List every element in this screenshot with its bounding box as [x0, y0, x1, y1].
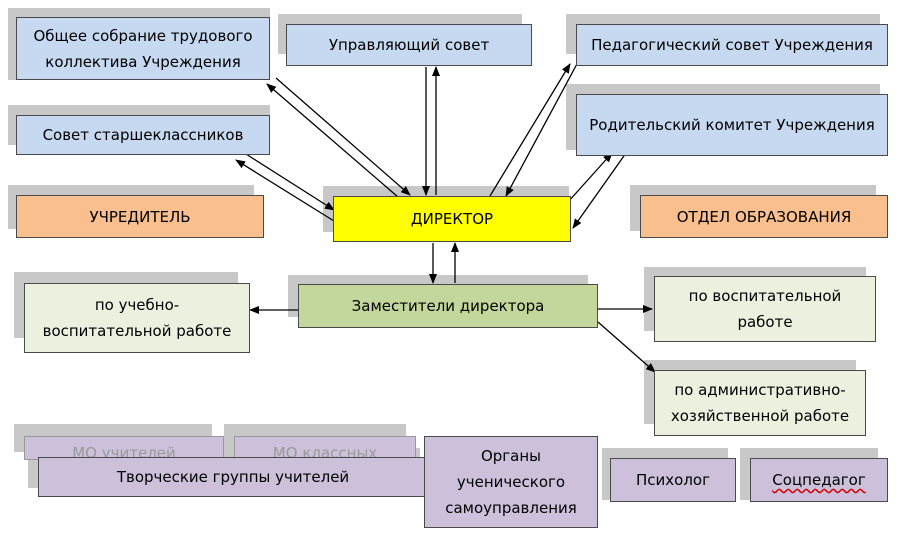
psychologist-box: Психолог [610, 458, 736, 502]
deputy-educational-box: по учебно-воспитательной работе [24, 283, 250, 353]
social-teacher-label: Соцпедагог [772, 471, 866, 489]
deputy-administrative-box: по административно-хозяйственной работе [654, 370, 866, 436]
arrow-director-to-pedagogical [489, 63, 571, 197]
founder-box: УЧРЕДИТЕЛЬ [16, 195, 264, 238]
senior-council-box: Совет старшеклассников [16, 115, 270, 155]
student-government-box: Органы ученического самоуправления [424, 436, 598, 528]
mo-class-box [234, 436, 416, 460]
arrow-director-to-parents [567, 152, 613, 203]
deputies-box: Заместители директора [298, 284, 598, 328]
director-box: ДИРЕКТОР [333, 196, 571, 242]
creative-groups-box: Творческие группы учителей [38, 457, 428, 497]
arrow-deputies-to-administrative [597, 321, 656, 373]
parent-committee-box: Родительский комитет Учреждения [576, 94, 888, 156]
arrow-senior-to-director [245, 153, 335, 211]
managing-council-box: Управляющий совет [286, 24, 532, 66]
arrow-general-to-director [275, 77, 411, 196]
general-meeting-box: Общее собрание трудового коллектива Учре… [16, 17, 270, 80]
arrow-director-to-general [266, 83, 399, 198]
pedagogical-council-box: Педагогический совет Учреждения [576, 24, 888, 66]
arrow-director-to-senior [235, 159, 335, 222]
arrow-pedagogical-to-director [505, 61, 579, 197]
arrow-parents-to-director [572, 152, 627, 229]
education-department-box: ОТДЕЛ ОБРАЗОВАНИЯ [640, 195, 888, 238]
deputy-upbringing-box: по воспитательной работе [654, 276, 876, 342]
social-teacher-box: Соцпедагог [750, 458, 888, 502]
